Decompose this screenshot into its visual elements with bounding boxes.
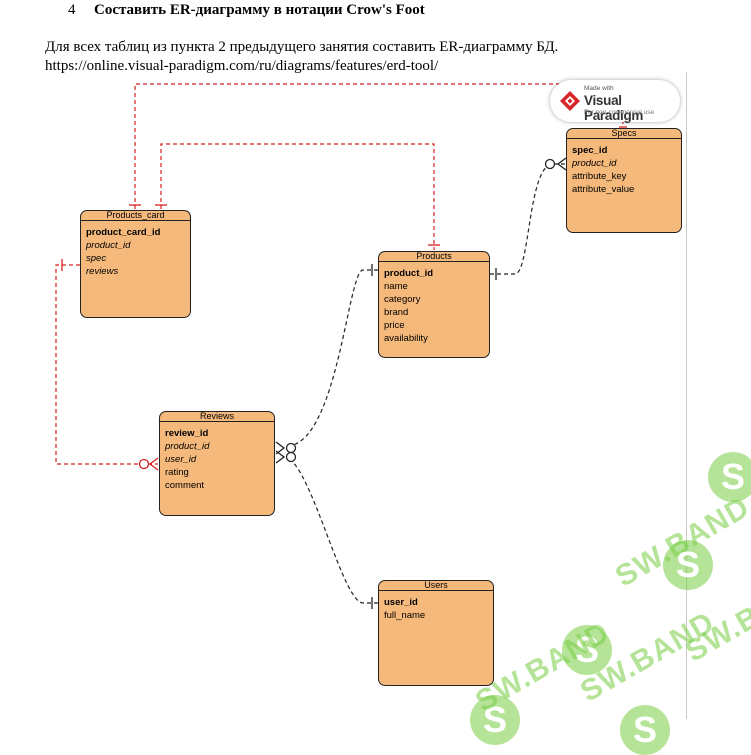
entity-reviews[interactable]: Reviews review_id product_id user_id rat… [159, 411, 275, 516]
attribute: attribute_value [572, 184, 635, 195]
attribute: price [384, 320, 405, 331]
entity-title: Specs [567, 129, 681, 139]
visual-paradigm-logo-icon [560, 91, 580, 111]
watermark-coin: S [708, 452, 751, 502]
tool-link[interactable]: https://online.visual-paradigm.com/ru/di… [45, 58, 439, 74]
attribute-fk: reviews [86, 266, 119, 277]
attribute-fk: spec [86, 253, 107, 264]
attribute: full_name [384, 610, 426, 621]
attribute-pk: product_card_id [86, 227, 161, 238]
rel-products-reviews [287, 269, 378, 447]
entity-title: Products [379, 252, 489, 262]
watermark-text: SW.BAND [680, 565, 751, 669]
attribute: rating [165, 467, 189, 478]
attribute-fk: product_id [165, 441, 210, 452]
task-text: Для всех таблиц из пункта 2 предыдущего … [45, 39, 559, 55]
er-diagram-canvas: Specs spec_id product_id attribute_key a… [48, 72, 687, 719]
section-heading: 4 Составить ER-диаграмму в нотации Crow's… [68, 2, 425, 19]
attribute-pk: user_id [384, 597, 418, 608]
entity-title: Products_card [81, 211, 190, 221]
entity-products[interactable]: Products product_id name category brand … [378, 251, 490, 358]
attribute: availability [384, 333, 428, 344]
attribute-fk: product_id [86, 240, 131, 251]
entity-title: Reviews [160, 412, 274, 422]
visual-paradigm-logo: Made with Visual Paradigm For non-commer… [550, 80, 680, 123]
section-title: Составить ER-диаграмму в нотации Crow's … [94, 2, 425, 18]
entity-title: Users [379, 581, 493, 591]
entity-specs[interactable]: Specs spec_id product_id attribute_key a… [566, 128, 682, 233]
section-number: 4 [68, 2, 76, 18]
logo-brand: Visual Paradigm [584, 93, 644, 123]
attribute: attribute_key [572, 171, 627, 182]
entity-products-card[interactable]: Products_card product_card_id product_id… [80, 210, 191, 318]
attribute: name [384, 281, 408, 292]
rel-products-specs [490, 163, 566, 275]
logo-note: For non-commercial use [584, 109, 655, 116]
attribute-pk: review_id [165, 428, 209, 439]
rel-productscard-reviews [55, 264, 158, 465]
attribute: comment [165, 480, 205, 491]
attribute-pk: spec_id [572, 145, 608, 156]
task-paragraph: Для всех таблиц из пункта 2 предыдущего … [45, 38, 558, 76]
rel-users-reviews [287, 457, 378, 604]
logo-made-with: Made with [584, 85, 614, 92]
attribute-fk: product_id [572, 158, 617, 169]
entity-users[interactable]: Users user_id full_name [378, 580, 494, 686]
attribute-fk: user_id [165, 454, 197, 465]
attribute-pk: product_id [384, 268, 434, 279]
attribute: brand [384, 307, 409, 318]
rel-productscard-products [160, 143, 435, 250]
attribute: category [384, 294, 421, 305]
